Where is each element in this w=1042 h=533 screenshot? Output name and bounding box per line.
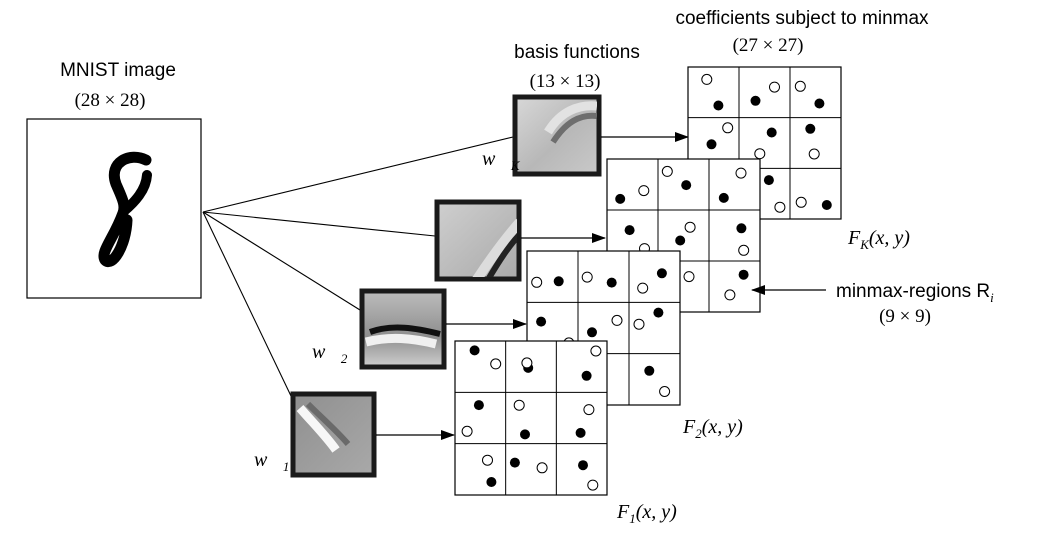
max-point	[681, 180, 692, 191]
min-point	[795, 196, 807, 208]
min-point	[683, 271, 695, 283]
max-point	[486, 477, 497, 487]
min-point	[590, 345, 602, 357]
basis-function-3	[434, 199, 522, 282]
min-point	[794, 80, 806, 92]
max-point	[736, 223, 747, 234]
fan-lines	[202, 136, 514, 397]
min-point	[661, 165, 673, 177]
max-point	[738, 269, 749, 280]
max-point	[469, 345, 480, 356]
map-label-f2: F2(x, y)	[682, 416, 743, 441]
regions-size: (9 × 9)	[879, 306, 931, 327]
min-point	[536, 462, 548, 474]
min-point	[531, 276, 543, 288]
max-point	[766, 127, 777, 138]
min-point	[637, 282, 649, 294]
mnist-title: MNIST image	[60, 60, 176, 81]
min-point	[587, 479, 599, 491]
basis-function-k	[512, 94, 602, 177]
min-point	[722, 122, 734, 134]
feature-map-3	[606, 158, 761, 313]
min-point	[684, 221, 696, 233]
basis-label-w2: w⃗2	[312, 341, 348, 366]
coeff-title: coefficients subject to minmax	[675, 8, 929, 29]
basis-label-wk: w⃗K	[482, 148, 521, 173]
min-point	[769, 81, 780, 93]
max-point	[763, 175, 774, 186]
min-point	[482, 454, 493, 466]
feature-map-k	[687, 66, 842, 220]
min-point	[583, 404, 595, 416]
min-point	[735, 167, 747, 179]
regions-title: minmax-regions Ri	[836, 281, 994, 305]
min-point	[521, 357, 533, 369]
min-point	[808, 148, 820, 160]
max-point	[644, 365, 655, 376]
basis-arrows	[376, 132, 689, 440]
mnist-size: (28 × 28)	[75, 90, 146, 111]
feature-map-1	[454, 340, 608, 496]
max-point	[713, 100, 724, 111]
max-point	[553, 276, 564, 287]
max-point	[581, 370, 592, 381]
min-point	[490, 358, 502, 370]
min-point	[611, 314, 623, 326]
basis-label-w1: w⃗1	[254, 449, 289, 474]
max-point	[615, 193, 626, 204]
digit-eight-glyph	[98, 151, 152, 268]
basis-title: basis functions	[514, 42, 640, 63]
max-point	[821, 200, 832, 210]
basis-function-1	[290, 391, 377, 478]
max-point	[536, 316, 547, 327]
min-point	[633, 318, 645, 330]
min-point	[738, 244, 750, 256]
map-label-fk: FK(x, y)	[847, 227, 910, 252]
max-point	[653, 307, 664, 318]
min-point	[754, 148, 766, 160]
min-point	[701, 73, 713, 85]
min-point	[659, 386, 671, 397]
min-point	[638, 185, 650, 197]
max-point	[575, 427, 586, 438]
basis-size: (13 × 13)	[530, 71, 601, 92]
max-point	[814, 98, 825, 109]
max-point	[587, 327, 597, 338]
max-point	[805, 123, 816, 134]
mnist-image	[26, 118, 202, 299]
max-point	[706, 139, 717, 150]
min-point	[461, 425, 473, 437]
max-point	[718, 192, 729, 203]
min-point	[774, 201, 786, 213]
coeff-size: (27 × 27)	[733, 35, 804, 56]
max-point	[675, 235, 686, 246]
min-point	[724, 289, 736, 301]
map-label-f1: F1(x, y)	[616, 501, 677, 526]
max-point	[624, 225, 635, 236]
max-point	[656, 268, 667, 279]
max-point	[520, 429, 530, 440]
max-point	[750, 95, 761, 106]
max-point	[606, 277, 617, 288]
max-point	[509, 457, 520, 468]
max-point	[473, 400, 484, 411]
min-point	[513, 399, 525, 411]
basis-function-2	[359, 288, 447, 370]
min-point	[581, 271, 593, 283]
max-point	[578, 460, 588, 471]
